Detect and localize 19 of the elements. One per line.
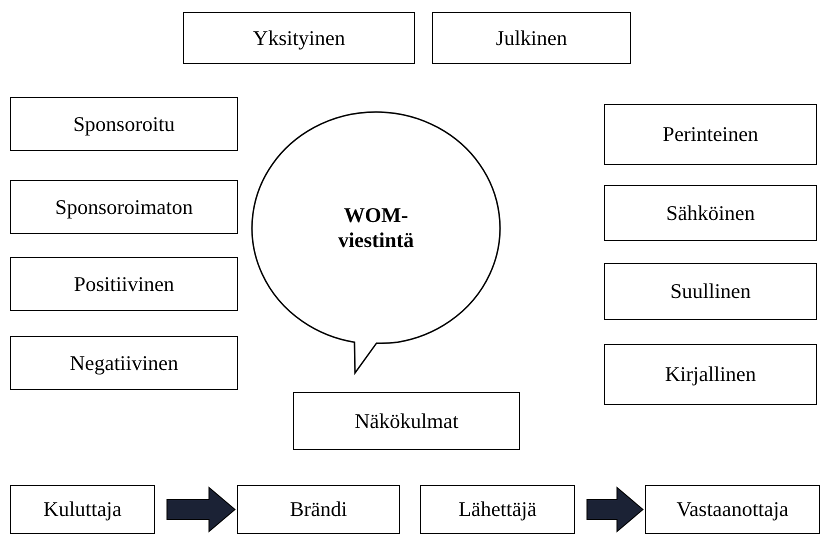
label-box: Lähettäjä: [420, 485, 575, 534]
label-box: Sponsoroitu: [10, 97, 238, 151]
label-box: Kirjallinen: [604, 344, 817, 405]
label-box: Vastaanottaja: [645, 485, 820, 534]
label-box: Sähköinen: [604, 185, 817, 241]
block-arrow: [586, 486, 644, 533]
label-box: Suullinen: [604, 263, 817, 320]
label-box: Brändi: [237, 485, 400, 534]
label-box: Positiivinen: [10, 257, 238, 311]
label-box: Julkinen: [432, 12, 631, 64]
bubble-label: WOM- viestintä: [337, 202, 415, 252]
label-box: Kuluttaja: [10, 485, 155, 534]
label-box: Näkökulmat: [293, 392, 520, 450]
block-arrow: [166, 486, 236, 533]
label-box: Yksityinen: [183, 12, 415, 64]
label-box: Sponsoroimaton: [10, 180, 238, 234]
label-box: Negatiivinen: [10, 336, 238, 390]
label-box: Perinteinen: [604, 104, 817, 165]
speech-bubble: [250, 110, 502, 375]
